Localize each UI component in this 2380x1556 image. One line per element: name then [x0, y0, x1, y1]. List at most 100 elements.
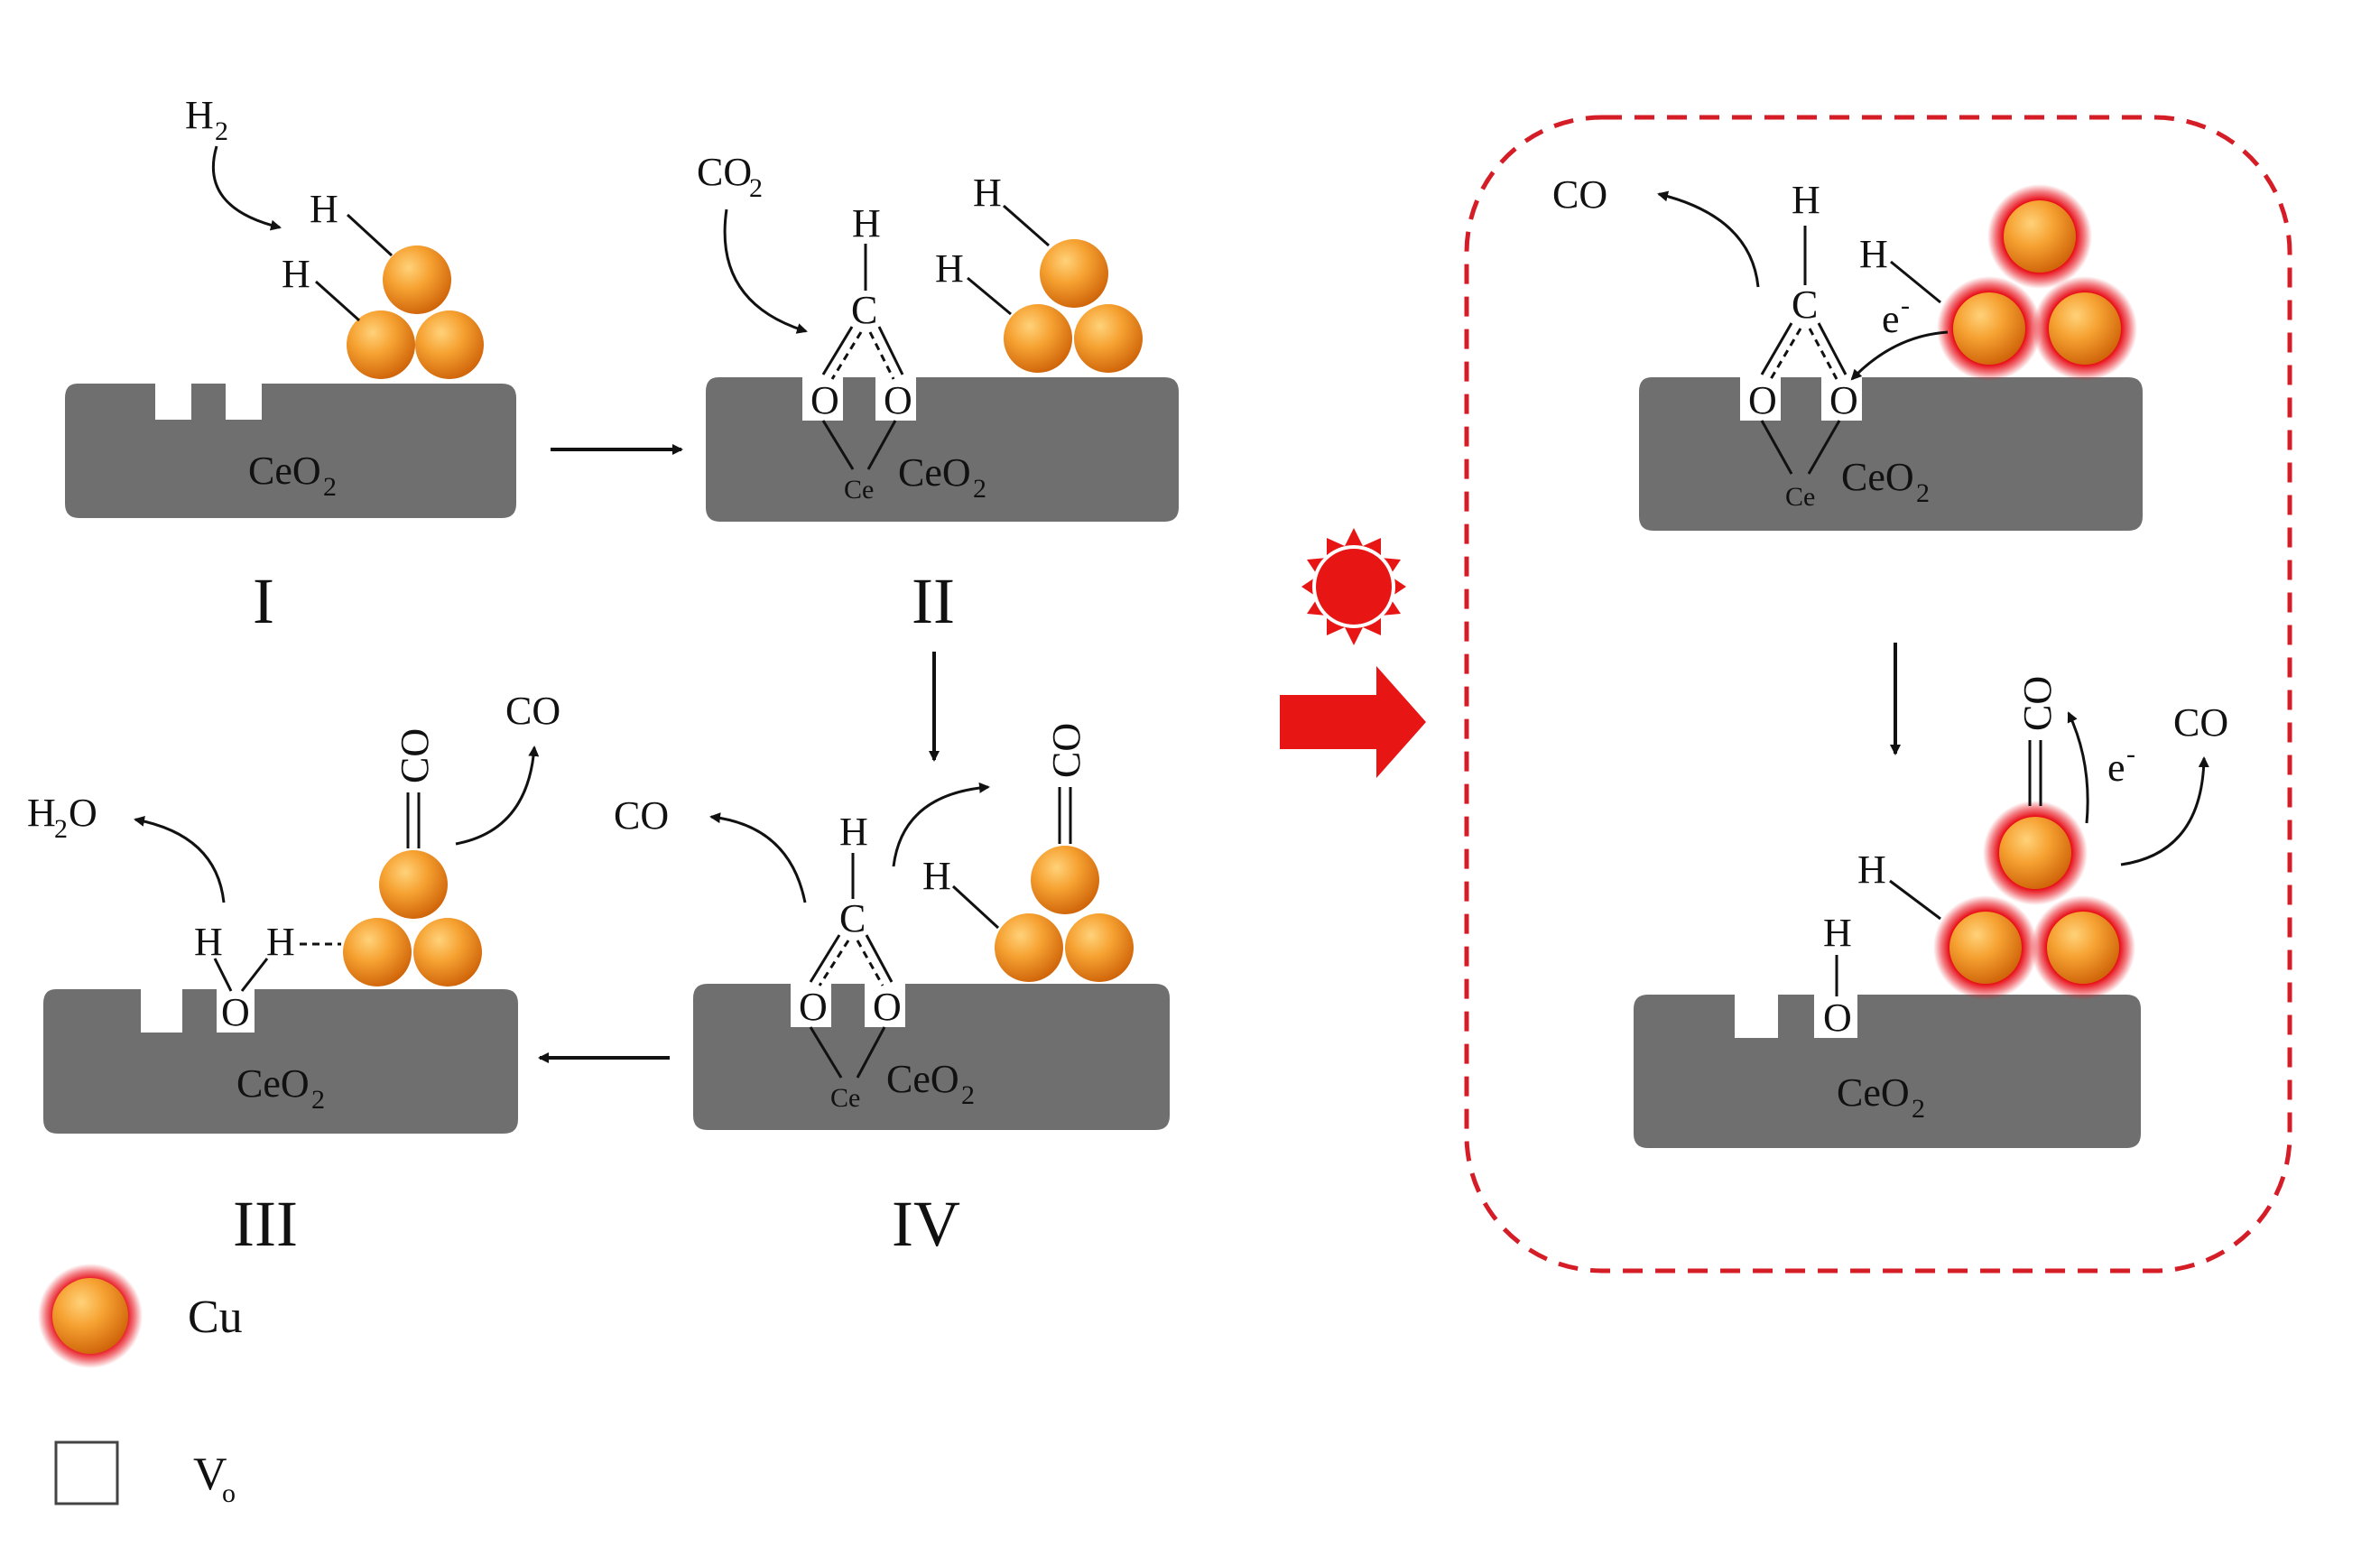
svg-text:2: 2 — [961, 1080, 975, 1110]
svg-text:CeO: CeO — [1841, 455, 1914, 499]
bond — [1889, 879, 1941, 921]
o-site — [1821, 377, 1862, 421]
stage-label: II — [912, 565, 955, 637]
svg-text:Cu: Cu — [188, 1292, 243, 1343]
arrow-curved — [1850, 330, 1949, 381]
co-adsorbed: CO — [1044, 723, 1088, 778]
big-red-arrow-icon — [1280, 666, 1426, 778]
co-product: CO — [614, 793, 669, 838]
o-atom: O — [1748, 378, 1777, 422]
bond-dashed — [868, 331, 895, 380]
ceo2-label: CeO 2 — [236, 1061, 325, 1115]
arrow-curved — [2067, 711, 2089, 824]
o-atom: O — [1823, 996, 1852, 1040]
cu-sphere — [995, 913, 1063, 982]
o-atom: O — [799, 985, 828, 1029]
h-atom: H — [1792, 178, 1820, 222]
cu-sphere — [2049, 292, 2121, 365]
light-driven-box: O O C H Ce CeO 2 CO H e - — [1464, 115, 2292, 1274]
cu-sphere — [1004, 304, 1072, 373]
ceo2-label: CeO 2 — [886, 1057, 975, 1110]
svg-text:CeO: CeO — [898, 450, 971, 495]
ceo2-label: CeO 2 — [1841, 455, 1930, 508]
co-adsorbed: CO — [393, 728, 437, 783]
bond — [866, 420, 897, 470]
ceo2-slab — [706, 377, 1179, 522]
bond — [951, 885, 1000, 930]
legend-cu: Cu — [38, 1264, 243, 1368]
svg-text:2: 2 — [973, 474, 986, 504]
svg-text:O: O — [69, 791, 97, 835]
cu-sphere — [1065, 913, 1134, 982]
ce-atom: Ce — [1785, 482, 1815, 512]
cu-sphere — [1031, 846, 1099, 914]
bond-dashed — [818, 940, 850, 986]
h-atom: H — [1823, 911, 1852, 955]
arrow-curved — [892, 782, 990, 867]
cu-sphere — [347, 310, 415, 379]
h2-label: H 2 — [185, 93, 228, 146]
legend: Cu V o — [38, 1264, 243, 1508]
sun-icon — [1301, 528, 1406, 645]
svg-text:2: 2 — [215, 116, 228, 146]
bond — [240, 958, 269, 992]
h-atom: H — [266, 920, 295, 964]
o-atom: O — [810, 378, 839, 422]
co-product: CO — [1552, 172, 1607, 217]
o-atom: O — [221, 990, 250, 1034]
stage-label: I — [253, 565, 274, 637]
cu-sphere — [413, 918, 482, 986]
h-atom: H — [839, 810, 868, 854]
h-atom: H — [852, 201, 881, 245]
stage-IV: O O C H Ce CeO 2 CO CO H IV — [614, 723, 1170, 1260]
bond — [967, 276, 1012, 316]
arrow-curved — [709, 812, 807, 903]
bond-dashed — [1769, 328, 1802, 380]
c-atom: C — [839, 896, 866, 940]
arrow-curved — [1657, 190, 1760, 288]
bond-dashed — [830, 331, 863, 380]
svg-text:2: 2 — [311, 1085, 325, 1115]
svg-text:2: 2 — [1916, 478, 1930, 508]
svg-text:CO: CO — [697, 150, 752, 194]
stage-I: CeO 2 H 2 H H I — [65, 93, 516, 637]
co-product: CO — [505, 689, 560, 733]
svg-text:CeO: CeO — [248, 449, 321, 493]
o-atom: O — [1829, 378, 1858, 422]
bond — [856, 1026, 886, 1079]
arrow-curved — [211, 145, 282, 231]
c-atom: C — [851, 288, 877, 332]
arrow-curved — [2120, 756, 2209, 866]
svg-text:H: H — [185, 93, 214, 137]
o-site — [1740, 377, 1781, 421]
co-adsorbed: CO — [2015, 676, 2060, 731]
arrow-curved — [455, 746, 540, 846]
bond-dashed — [1808, 328, 1838, 380]
ceo2-label: CeO 2 — [248, 449, 337, 502]
o-atom: O — [884, 378, 912, 422]
svg-text:V: V — [193, 1449, 227, 1500]
stage-label: IV — [892, 1188, 960, 1260]
cu-sphere — [1999, 817, 2071, 889]
ce-atom: Ce — [830, 1083, 860, 1113]
cu-sphere — [1949, 912, 2022, 984]
bond — [1003, 204, 1050, 247]
o-atom: O — [873, 985, 902, 1029]
svg-text:e: e — [1882, 297, 1900, 341]
bond — [1890, 260, 1941, 304]
svg-text:o: o — [222, 1478, 236, 1508]
bond — [314, 280, 361, 322]
svg-text:H: H — [27, 791, 56, 835]
h2o-product: H 2 O — [27, 791, 97, 844]
cu-sphere — [1040, 239, 1108, 308]
cu-sphere — [415, 310, 484, 379]
h-atom: H — [973, 171, 1002, 215]
arrow-curved — [723, 208, 808, 334]
h-atom: H — [194, 920, 223, 964]
o-site — [802, 377, 843, 421]
stage-label: III — [233, 1188, 298, 1260]
h-atom: H — [935, 246, 964, 291]
bond — [809, 934, 841, 983]
o-site — [875, 377, 916, 421]
